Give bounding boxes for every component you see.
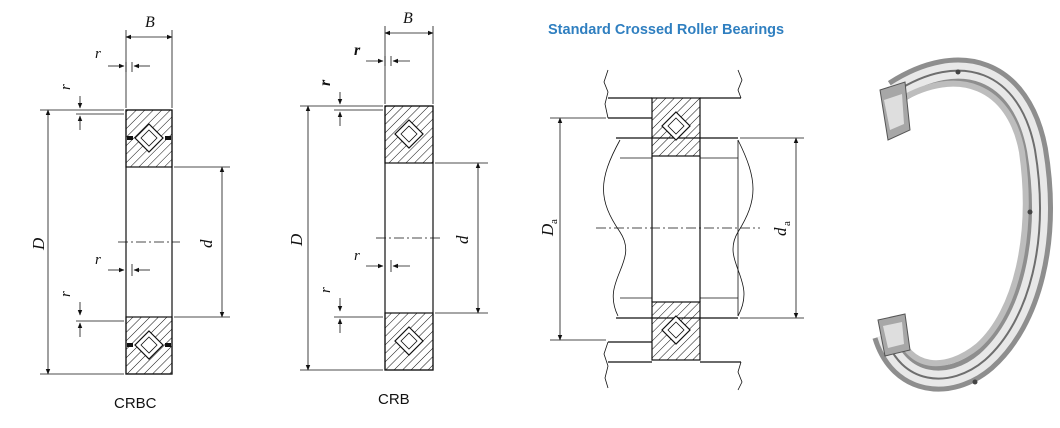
label-D-crbc: D bbox=[29, 237, 48, 251]
label-r-crbc-top: r bbox=[95, 46, 101, 62]
page-title: Standard Crossed Roller Bearings bbox=[548, 22, 785, 38]
label-r-crb-side-bottom: r bbox=[318, 287, 334, 293]
bearing-photo bbox=[872, 57, 1053, 392]
label-r-crbc-side-bottom: r bbox=[58, 291, 74, 297]
crbc-drawing: B r r D d r r bbox=[29, 14, 230, 375]
label-d-crbc: d bbox=[197, 239, 216, 248]
label-D-crb: D bbox=[287, 233, 306, 247]
label-r-crb-top: r bbox=[354, 42, 361, 59]
label-r-crbc-bottom: r bbox=[95, 252, 101, 268]
label-da-sub: a bbox=[781, 221, 793, 226]
label-r-crb-side-top: r bbox=[317, 79, 334, 86]
caption-crbc: CRBC bbox=[114, 395, 157, 412]
label-da: d bbox=[771, 227, 790, 236]
label-d-crb: d bbox=[453, 235, 472, 244]
label-Da-sub: a bbox=[548, 219, 560, 224]
label-r-crb-bottom: r bbox=[354, 248, 360, 264]
label-Da: D bbox=[538, 223, 557, 237]
label-B-crbc: B bbox=[145, 14, 155, 31]
mounting-drawing: D a d a bbox=[538, 69, 804, 391]
label-B-crb: B bbox=[403, 10, 413, 27]
label-r-crbc-side-top: r bbox=[58, 84, 74, 90]
caption-crb: CRB bbox=[378, 391, 410, 408]
crb-drawing: B r r D d r r bbox=[287, 10, 488, 371]
